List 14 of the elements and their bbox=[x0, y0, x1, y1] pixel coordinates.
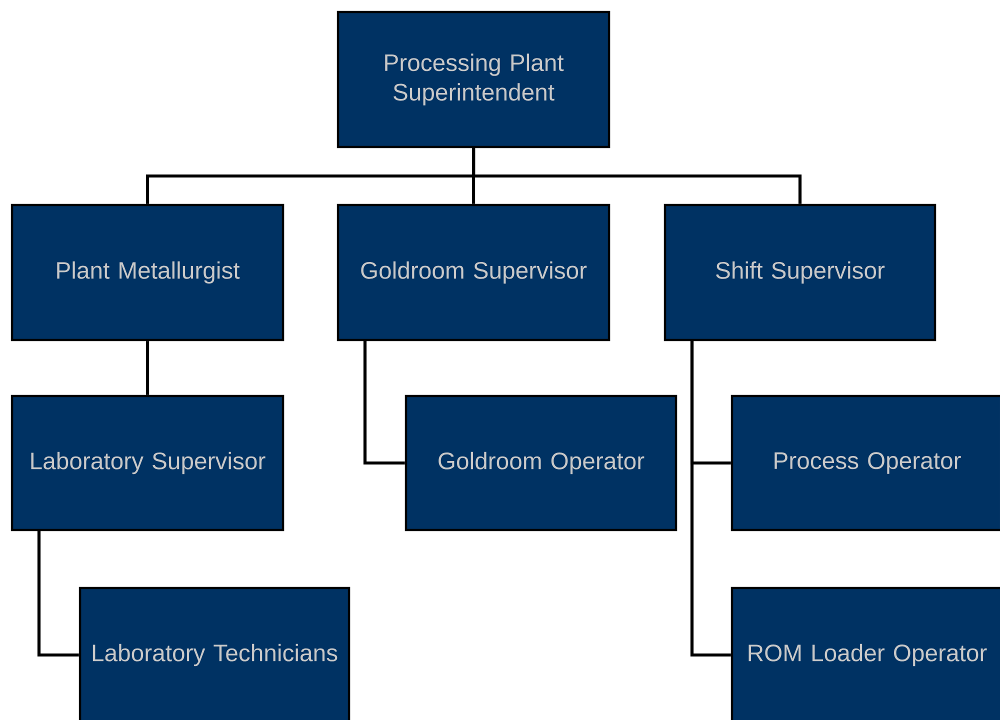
position-box: Process Operator bbox=[730, 394, 1000, 532]
connector-line bbox=[363, 340, 405, 465]
position-box: Plant Metallurgist bbox=[10, 204, 284, 342]
position-box: Processing Plant Superintendent bbox=[336, 10, 610, 148]
connector-line bbox=[690, 340, 731, 657]
position-box: Goldroom Operator bbox=[404, 394, 678, 532]
position-box: Laboratory Technicians bbox=[78, 586, 350, 720]
connector-line bbox=[37, 530, 79, 657]
connector-line bbox=[146, 341, 150, 395]
position-box: ROM Loader Operator bbox=[730, 586, 1000, 720]
connector-line bbox=[472, 148, 802, 204]
position-box: Goldroom Supervisor bbox=[336, 204, 610, 342]
position-box: Shift Supervisor bbox=[664, 204, 936, 342]
position-box: Laboratory Supervisor bbox=[10, 394, 284, 532]
